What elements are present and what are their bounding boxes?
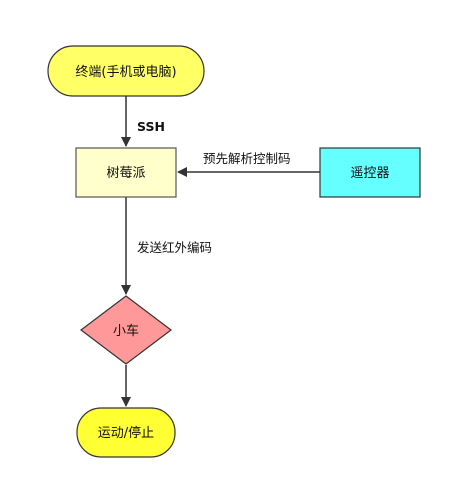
node-remote[interactable]: 遥控器 [319,147,421,198]
node-terminal[interactable]: 终端(手机或电脑) [47,45,205,97]
terminal-shape [47,45,205,97]
raspberry-pi-label: 树莓派 [106,166,145,181]
motion-shape [76,407,176,458]
edge-label-ssh: SSH [137,119,165,134]
car-shape [80,295,172,365]
motion-label: 运动/停止 [98,425,154,441]
node-raspberry-pi[interactable]: 树莓派 [75,147,177,198]
edge-terminal-to-raspberry-pi: SSH [121,96,165,147]
terminal-label: 终端(手机或电脑) [75,64,176,80]
remote-label: 遥控器 [350,166,389,181]
node-motion[interactable]: 运动/停止 [76,407,176,458]
edge-label-decode: 预先解析控制码 [203,151,291,166]
edge-label-send-ir: 发送红外编码 [137,240,212,255]
edge-remote-to-raspberry-pi: 预先解析控制码 [177,151,320,177]
remote-shape [319,147,421,198]
edge-raspberry-pi-to-car: 发送红外编码 [121,197,212,295]
raspberry-pi-shape [75,147,177,198]
node-car[interactable]: 小车 [80,295,172,365]
car-label: 小车 [113,323,139,339]
